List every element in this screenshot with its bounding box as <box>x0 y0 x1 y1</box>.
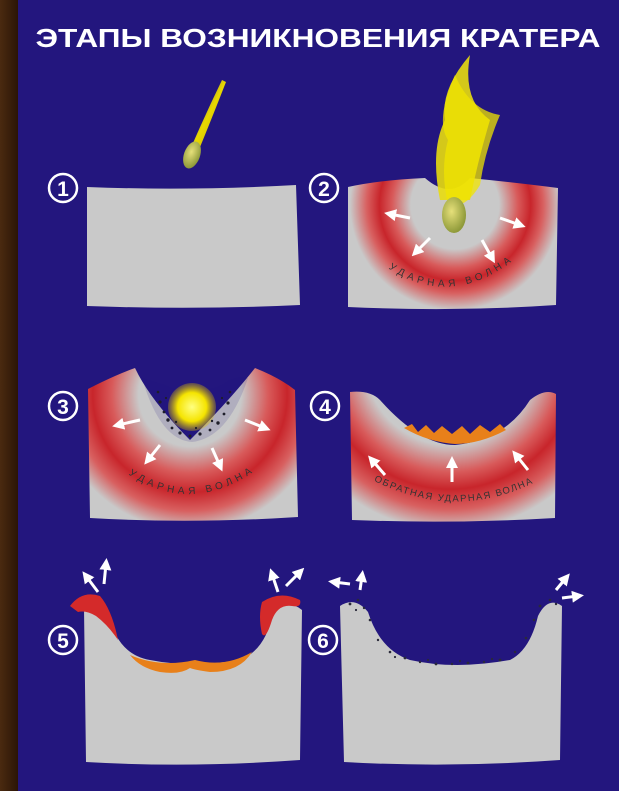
stage-4-number: 4 <box>319 396 331 419</box>
diagram-title: ЭТАПЫ ВОЗНИКНОВЕНИЯ КРАТЕРА <box>36 23 601 53</box>
stage-1-ground <box>87 185 300 308</box>
stage-2-number: 2 <box>318 178 330 201</box>
stage-2-meteor <box>442 197 466 233</box>
stage-3-number: 3 <box>57 396 69 419</box>
stage-5-number: 5 <box>57 630 69 653</box>
stage-6-number: 6 <box>317 630 329 653</box>
stage-3-fireball <box>168 383 216 431</box>
stage-1-number: 1 <box>57 178 69 201</box>
